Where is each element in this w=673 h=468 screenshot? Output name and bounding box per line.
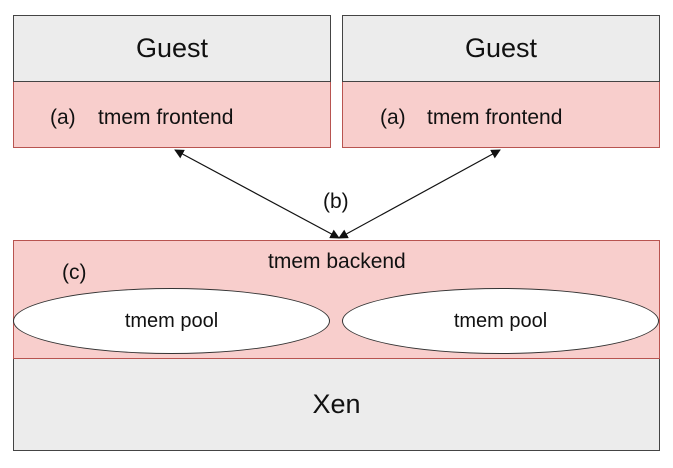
- backend-label: tmem backend: [268, 250, 406, 273]
- guest-1-frontend-tag: (a): [50, 106, 76, 129]
- guest-2-frontend-tag: (a): [380, 106, 406, 129]
- link-label: (b): [323, 190, 349, 213]
- guest-1-frontend: (a) tmem frontend: [13, 82, 331, 148]
- guest-2-box: Guest: [342, 15, 660, 82]
- guest-2-title: Guest: [464, 33, 538, 63]
- tmem-pool-1-label: tmem pool: [124, 309, 219, 332]
- guest-1-frontend-label: tmem frontend: [98, 106, 234, 129]
- guest-2-frontend-label: tmem frontend: [427, 106, 563, 129]
- arrow-frontend-2-to-backend: [338, 149, 501, 239]
- tmem-pool-2: tmem pool: [342, 288, 659, 354]
- tmem-pool-1: tmem pool: [13, 288, 330, 354]
- guest-1-title: Guest: [135, 33, 209, 63]
- guest-1-box: Guest: [13, 15, 331, 82]
- xen-box: Xen: [13, 359, 660, 451]
- arrow-frontend-1-to-backend: [174, 149, 340, 239]
- tmem-pool-2-label: tmem pool: [453, 309, 548, 332]
- guest-2-frontend: (a) tmem frontend: [342, 82, 660, 148]
- xen-label: Xen: [312, 389, 361, 419]
- backend-tag: (c): [62, 261, 87, 284]
